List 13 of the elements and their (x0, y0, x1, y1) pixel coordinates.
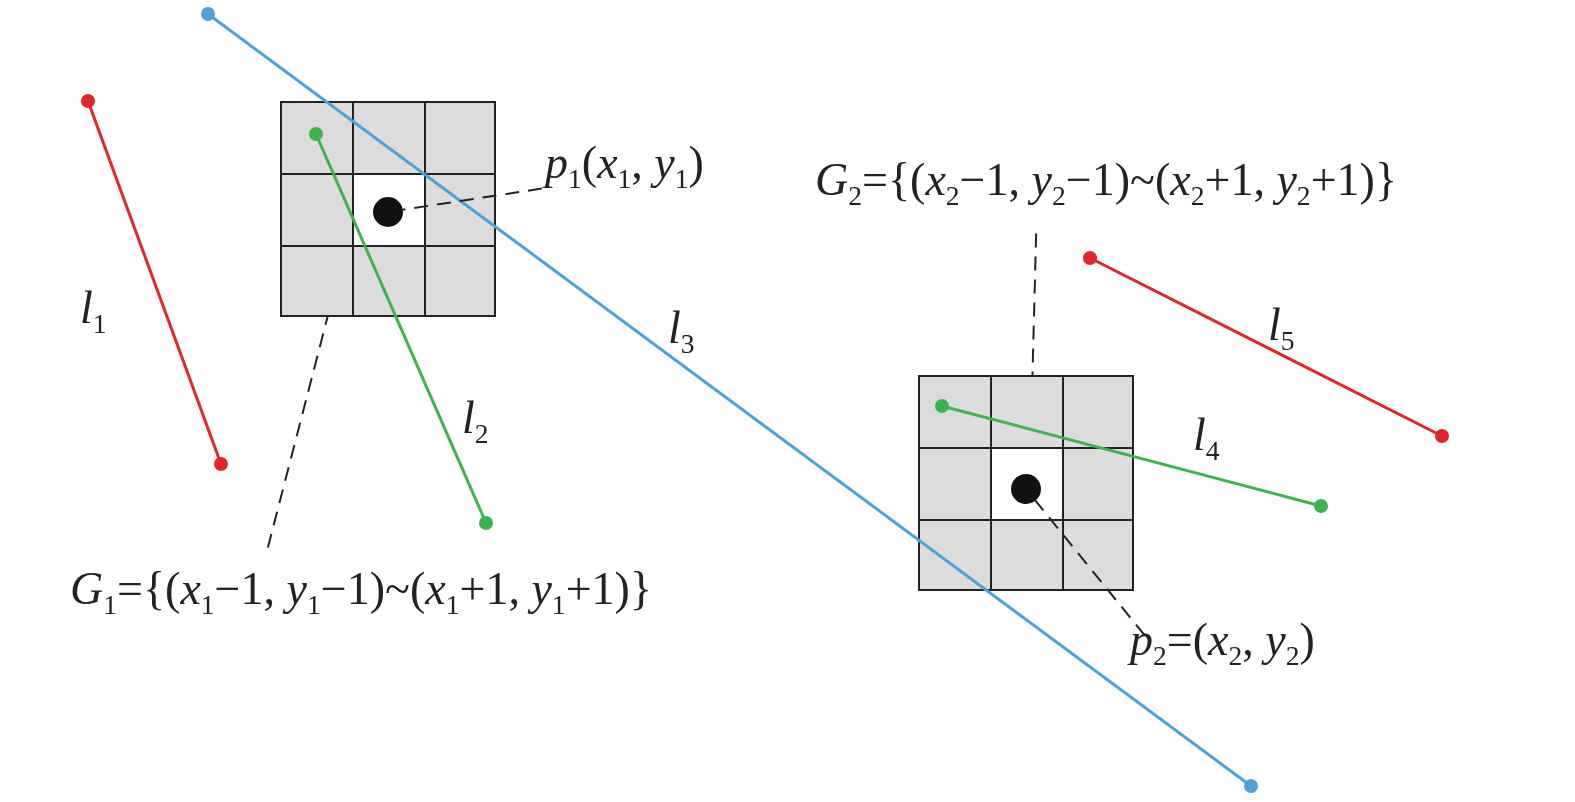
formula-label: G$_{1}$={(x$_{1}$−1, y$_{1}$−1)~(x$_{1}$+1, y$_{1}$+1)} (70, 566, 652, 619)
leader-line (1034, 499, 1146, 637)
leader-line (401, 187, 543, 211)
line-label: l$_{3}$ (668, 305, 695, 358)
line-label: l$_{2}$ (462, 395, 489, 448)
pixel-grid (280, 101, 496, 317)
leader-line (1031, 232, 1038, 376)
leader-line (266, 316, 329, 549)
pixel-grid (918, 375, 1134, 591)
line-label: l$_{5}$ (1268, 302, 1295, 355)
line-label: l$_{1}$ (80, 285, 107, 338)
line-label: l$_{4}$ (1193, 412, 1220, 465)
formula-label: G$_{2}$={(x$_{2}$−1, y$_{2}$−1)~(x$_{2}$+1, y$_{2}$+1)} (815, 157, 1397, 210)
